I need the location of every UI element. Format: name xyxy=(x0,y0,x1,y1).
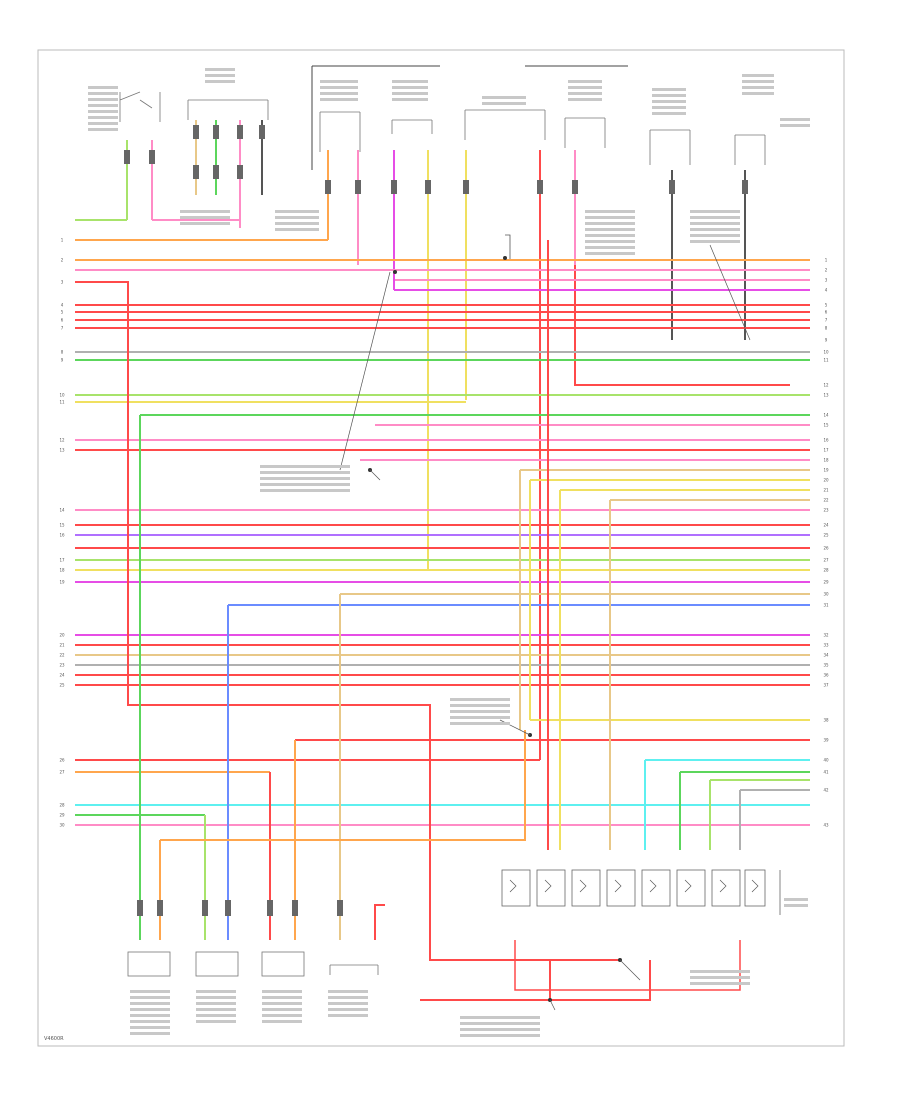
pin-number: 3 xyxy=(61,280,64,285)
pin-number: 29 xyxy=(59,813,65,818)
pin-number: 41 xyxy=(823,770,829,775)
pin-number: 2 xyxy=(825,268,828,273)
pin-number: 22 xyxy=(823,498,829,503)
bottom-components xyxy=(127,951,379,977)
pin-number: 13 xyxy=(59,448,65,453)
pin-number: 33 xyxy=(823,643,829,648)
pin-number: 18 xyxy=(59,568,65,573)
pin-number: 9 xyxy=(61,358,64,363)
pin-number: 24 xyxy=(59,673,65,678)
pin-number: 4 xyxy=(61,303,64,308)
pin-number: 27 xyxy=(823,558,829,563)
pin-number: 30 xyxy=(823,592,829,597)
figure-code: V4600R xyxy=(44,1036,64,1042)
pin-number: 1 xyxy=(61,238,64,243)
pin-number: 18 xyxy=(823,458,829,463)
pin-number: 34 xyxy=(823,653,829,658)
horizontal-wires xyxy=(75,259,810,826)
pin-number: 14 xyxy=(59,508,65,513)
component-header-top xyxy=(119,91,766,165)
pin-number: 5 xyxy=(61,310,64,315)
pin-number: 30 xyxy=(59,823,65,828)
pin-number: 26 xyxy=(823,546,829,551)
pin-number: 2 xyxy=(61,258,64,263)
pin-number: 24 xyxy=(823,523,829,528)
pin-number: 15 xyxy=(823,423,829,428)
pin-number: 14 xyxy=(823,413,829,418)
pin-number: 23 xyxy=(59,663,65,668)
pin-number: 20 xyxy=(823,478,829,483)
top-connectors xyxy=(124,125,748,194)
pin-number: 36 xyxy=(823,673,829,678)
pin-number: 9 xyxy=(825,338,828,343)
fuel-injectors xyxy=(501,869,781,915)
pin-number: 38 xyxy=(823,718,829,723)
injector-symbols xyxy=(509,879,759,893)
pin-number: 35 xyxy=(823,663,829,668)
pin-number: 20 xyxy=(59,633,65,638)
pin-number: 23 xyxy=(823,508,829,513)
pin-number: 10 xyxy=(59,393,65,398)
left-pin-numbers: 1234567891011121314151617181920212223242… xyxy=(59,238,65,828)
pin-number: 21 xyxy=(59,643,65,648)
pin-number: 15 xyxy=(59,523,65,528)
pin-number: 26 xyxy=(59,758,65,763)
pin-number: 21 xyxy=(823,488,829,493)
diagram-frame xyxy=(37,49,845,1047)
pin-number: 25 xyxy=(823,533,829,538)
pin-number: 5 xyxy=(825,303,828,308)
bottom-connectors xyxy=(137,900,343,916)
pin-number: 6 xyxy=(825,310,828,315)
pin-number: 39 xyxy=(823,738,829,743)
pin-number: 19 xyxy=(59,580,65,585)
pin-number: 4 xyxy=(825,288,828,293)
pin-number: 10 xyxy=(823,350,829,355)
pin-number: 1 xyxy=(825,258,828,263)
pin-number: 12 xyxy=(823,383,829,388)
pin-number: 40 xyxy=(823,758,829,763)
pin-number: 31 xyxy=(823,603,829,608)
splices xyxy=(368,256,622,1002)
pin-number: 13 xyxy=(823,393,829,398)
pin-number: 16 xyxy=(823,438,829,443)
pin-number: 27 xyxy=(59,770,65,775)
pin-number: 42 xyxy=(823,788,829,793)
pin-number: 17 xyxy=(823,448,829,453)
pin-number: 22 xyxy=(59,653,65,658)
pin-number: 28 xyxy=(823,568,829,573)
pin-number: 11 xyxy=(823,358,829,363)
vertical-wires xyxy=(75,240,741,1001)
pin-number: 19 xyxy=(823,468,829,473)
pin-number: 43 xyxy=(823,823,829,828)
pin-number: 3 xyxy=(825,278,828,283)
pin-number: 6 xyxy=(61,318,64,323)
pin-number: 11 xyxy=(59,400,65,405)
pin-number: 7 xyxy=(61,326,64,331)
pin-number: 17 xyxy=(59,558,65,563)
pin-number: 12 xyxy=(59,438,65,443)
pin-number: 29 xyxy=(823,580,829,585)
pin-number: 8 xyxy=(825,326,828,331)
right-pin-numbers: 1234567891011121314151617181920212223242… xyxy=(823,258,829,828)
pin-number: 16 xyxy=(59,533,65,538)
pin-number: 37 xyxy=(823,683,829,688)
text-blocks xyxy=(88,68,810,1037)
pin-number: 7 xyxy=(825,318,828,323)
pin-number: 32 xyxy=(823,633,829,638)
pin-number: 8 xyxy=(61,350,64,355)
pin-number: 25 xyxy=(59,683,65,688)
pin-number: 28 xyxy=(59,803,65,808)
